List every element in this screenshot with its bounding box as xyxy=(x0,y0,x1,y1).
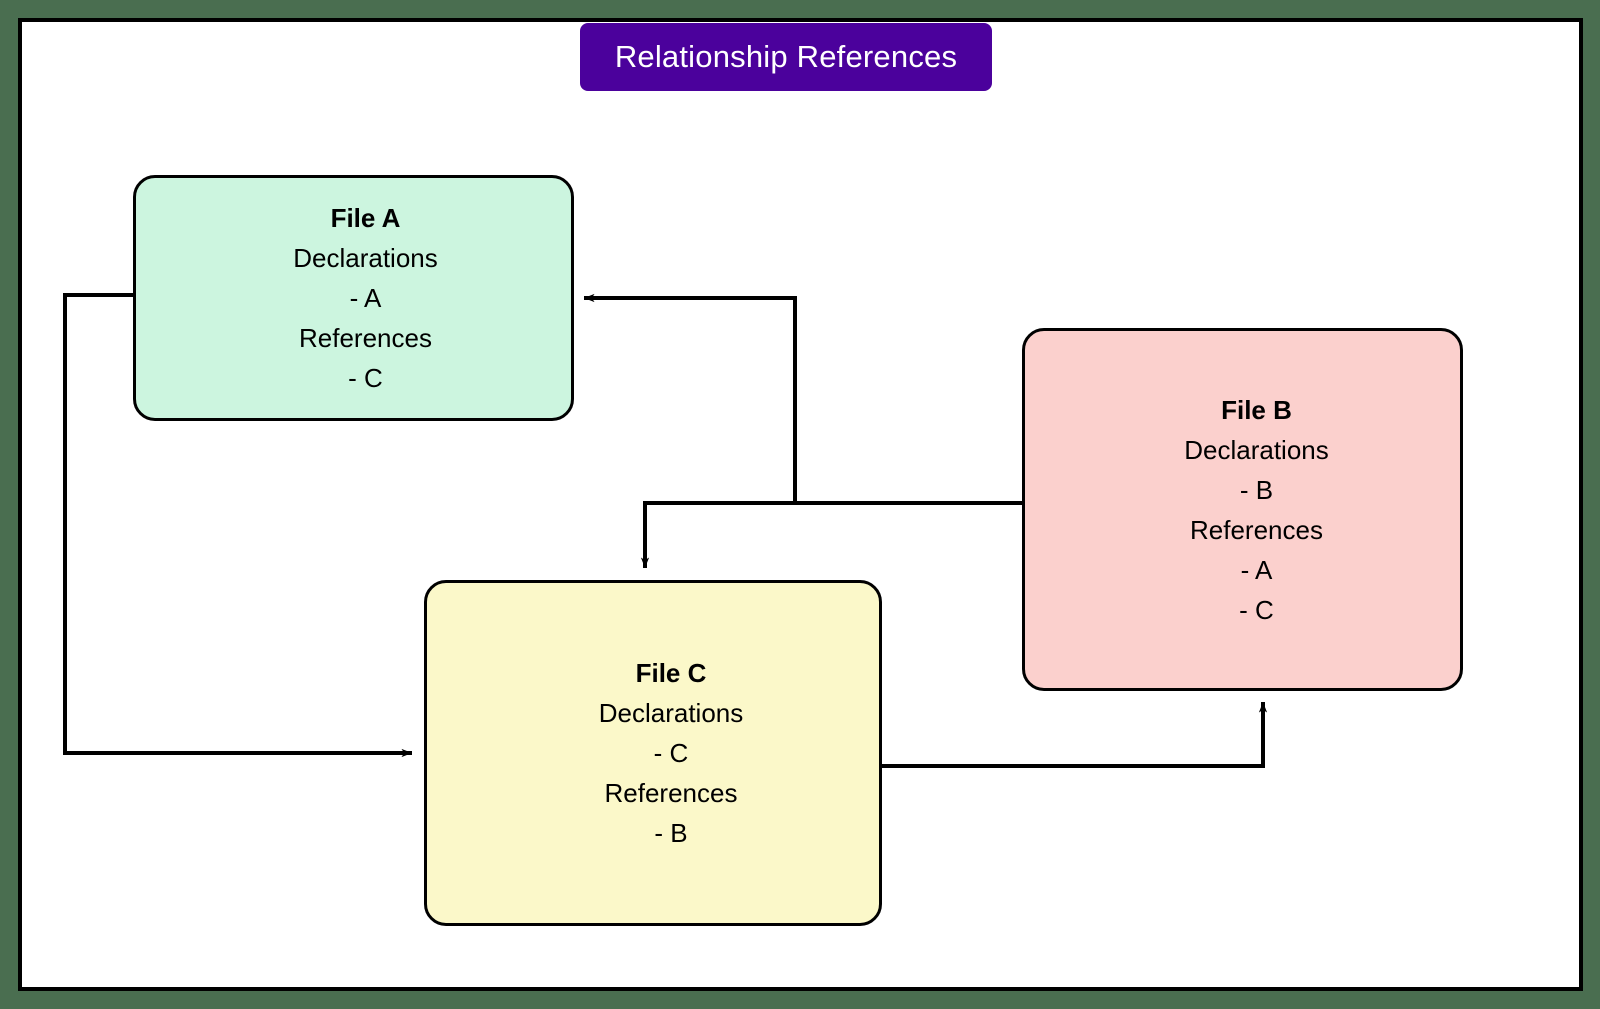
node-file-b-line-2: References xyxy=(1190,514,1323,545)
diagram-title-banner: Relationship References xyxy=(580,23,992,91)
node-file-c-content: File C Declarations - C References - B xyxy=(599,653,744,853)
node-file-b-line-4: - C xyxy=(1239,594,1274,625)
node-file-b-content: File B Declarations - B References - A -… xyxy=(1184,390,1329,630)
node-file-a-content: File A Declarations - A References - C xyxy=(293,198,438,398)
node-file-a-line-0: Declarations xyxy=(293,243,438,273)
node-file-a-line-1: - A xyxy=(349,283,382,313)
node-file-b-line-3: - A xyxy=(1240,554,1273,585)
node-file-c-line-0: Declarations xyxy=(598,698,744,728)
node-file-b-line-0: Declarations xyxy=(1184,434,1329,465)
node-file-a-line-3: - C xyxy=(348,363,383,393)
node-file-b-title: File B xyxy=(1221,394,1292,425)
node-file-a-title: File A xyxy=(330,203,401,233)
node-file-a-line-2: References xyxy=(299,323,432,353)
node-file-c[interactable]: File C Declarations - C References - B xyxy=(424,580,882,926)
node-file-c-line-3: - B xyxy=(654,818,688,848)
node-file-c-title: File C xyxy=(635,658,707,688)
node-file-b[interactable]: File B Declarations - B References - A -… xyxy=(1022,328,1463,691)
node-file-b-line-1: - B xyxy=(1239,474,1274,505)
diagram-title-text: Relationship References xyxy=(614,39,958,74)
node-file-c-line-2: References xyxy=(604,778,738,808)
node-file-a[interactable]: File A Declarations - A References - C xyxy=(133,175,574,421)
node-file-c-line-1: - C xyxy=(653,738,689,768)
